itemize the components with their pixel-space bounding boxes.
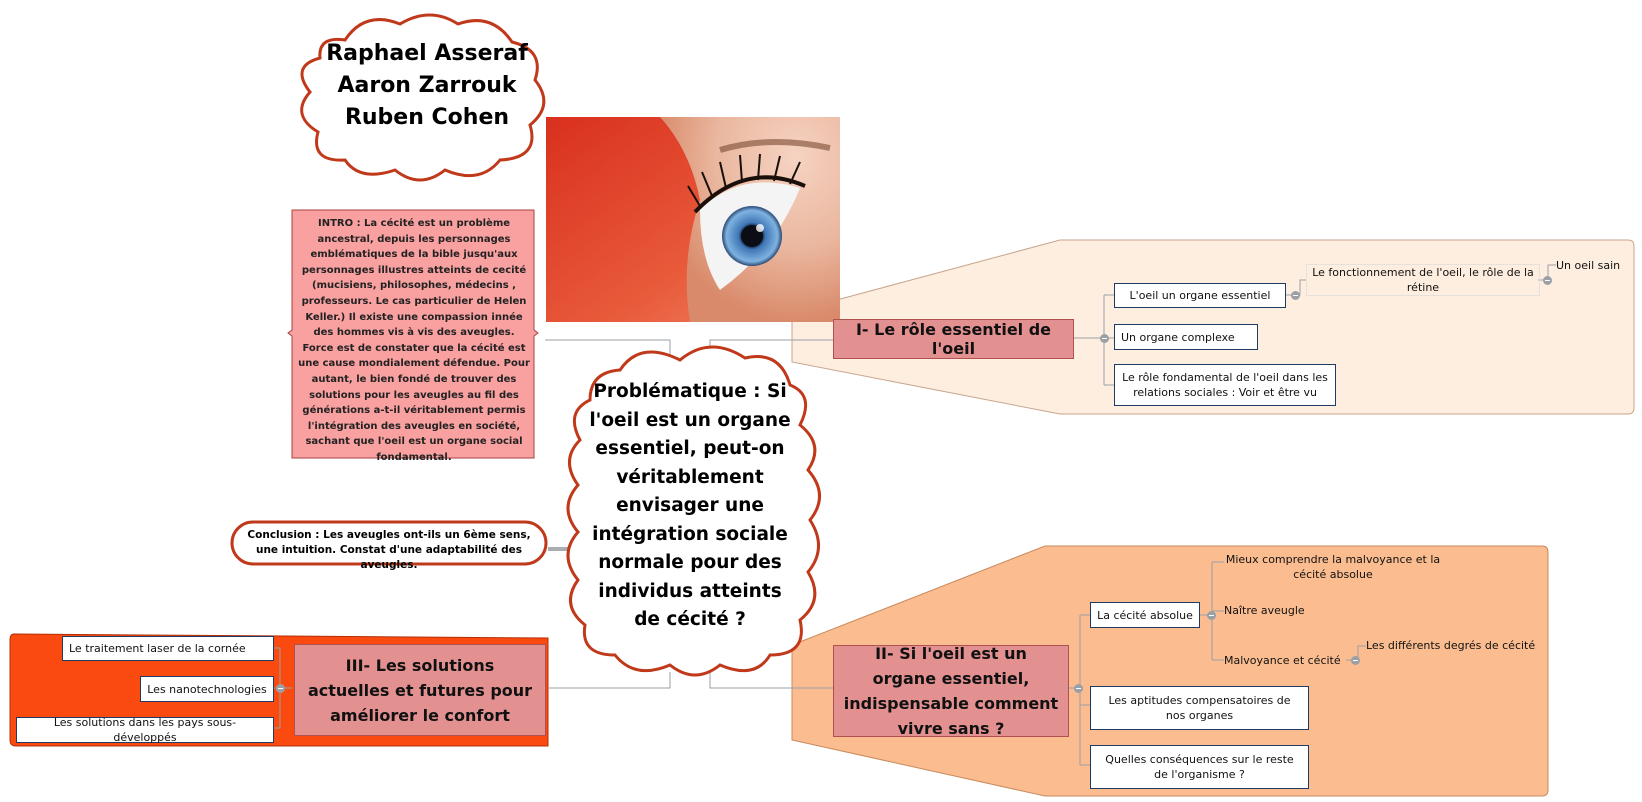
conclusion-pill bbox=[230, 520, 548, 566]
collapse-toggle[interactable] bbox=[1291, 291, 1300, 300]
central-cloud bbox=[566, 345, 821, 677]
intro-text[interactable]: INTRO : La cécité est un problème ancest… bbox=[298, 218, 530, 463]
collapse-toggle[interactable] bbox=[1543, 276, 1552, 285]
conclusion-text[interactable]: Conclusion : Les aveugles ont-ils un 6èm… bbox=[247, 529, 531, 571]
author-name: Ruben Cohen bbox=[344, 105, 510, 130]
branch2-item[interactable]: La cécité absolue bbox=[1090, 602, 1200, 628]
branch3-topic[interactable]: III- Les solutions actuelles et futures … bbox=[294, 644, 546, 736]
collapse-toggle[interactable] bbox=[1100, 334, 1109, 343]
authors-cloud bbox=[300, 13, 546, 182]
central-topic[interactable]: Problématique : Si l'oeil est un organe … bbox=[589, 381, 791, 630]
eye-photo bbox=[546, 117, 840, 322]
branch1-item[interactable]: Un organe complexe bbox=[1114, 324, 1258, 350]
connectors bbox=[274, 264, 1556, 766]
collapse-toggle[interactable] bbox=[276, 684, 285, 693]
branch3-item[interactable]: Le traitement laser de la cornée bbox=[62, 636, 274, 661]
branch3-item[interactable]: Les solutions dans les pays sous-dévelop… bbox=[16, 716, 274, 744]
collapse-toggle[interactable] bbox=[1207, 611, 1216, 620]
intro-box bbox=[287, 209, 539, 459]
authors-block: Raphael Asseraf Aaron Zarrouk Ruben Cohe… bbox=[320, 38, 534, 134]
branch1-item[interactable]: Le rôle fondamental de l'oeil dans les r… bbox=[1114, 364, 1336, 406]
author-name: Aaron Zarrouk bbox=[337, 73, 517, 98]
branch2-subitem[interactable]: Malvoyance et cécité bbox=[1224, 654, 1341, 667]
collapse-toggle[interactable] bbox=[1074, 684, 1083, 693]
branch1-topic[interactable]: I- Le rôle essentiel de l'oeil bbox=[833, 319, 1074, 359]
collapse-toggle[interactable] bbox=[1351, 656, 1360, 665]
branch1-subsubitem[interactable]: Un oeil sain bbox=[1556, 259, 1621, 272]
branch2-topic[interactable]: II- Si l'oeil est un organe essentiel, i… bbox=[833, 644, 1069, 738]
author-name: Raphael Asseraf bbox=[326, 41, 528, 66]
branch2-item[interactable]: Quelles conséquences sur le reste de l'o… bbox=[1090, 745, 1309, 789]
branch3-item[interactable]: Les nanotechnologies bbox=[140, 676, 274, 702]
branch2-item[interactable]: Les aptitudes compensatoires de nos orga… bbox=[1090, 686, 1309, 730]
branch1-item[interactable]: L'oeil un organe essentiel bbox=[1114, 283, 1286, 308]
branch2-subitem[interactable]: Naître aveugle bbox=[1224, 604, 1305, 617]
branch1-subitem[interactable]: Le fonctionnement de l'oeil, le rôle de … bbox=[1306, 264, 1540, 296]
branch2-subitem[interactable]: Mieux comprendre la malvoyance et la céc… bbox=[1225, 553, 1441, 581]
branch2-subsubitem[interactable]: Les différents degrés de cécité bbox=[1366, 639, 1536, 652]
